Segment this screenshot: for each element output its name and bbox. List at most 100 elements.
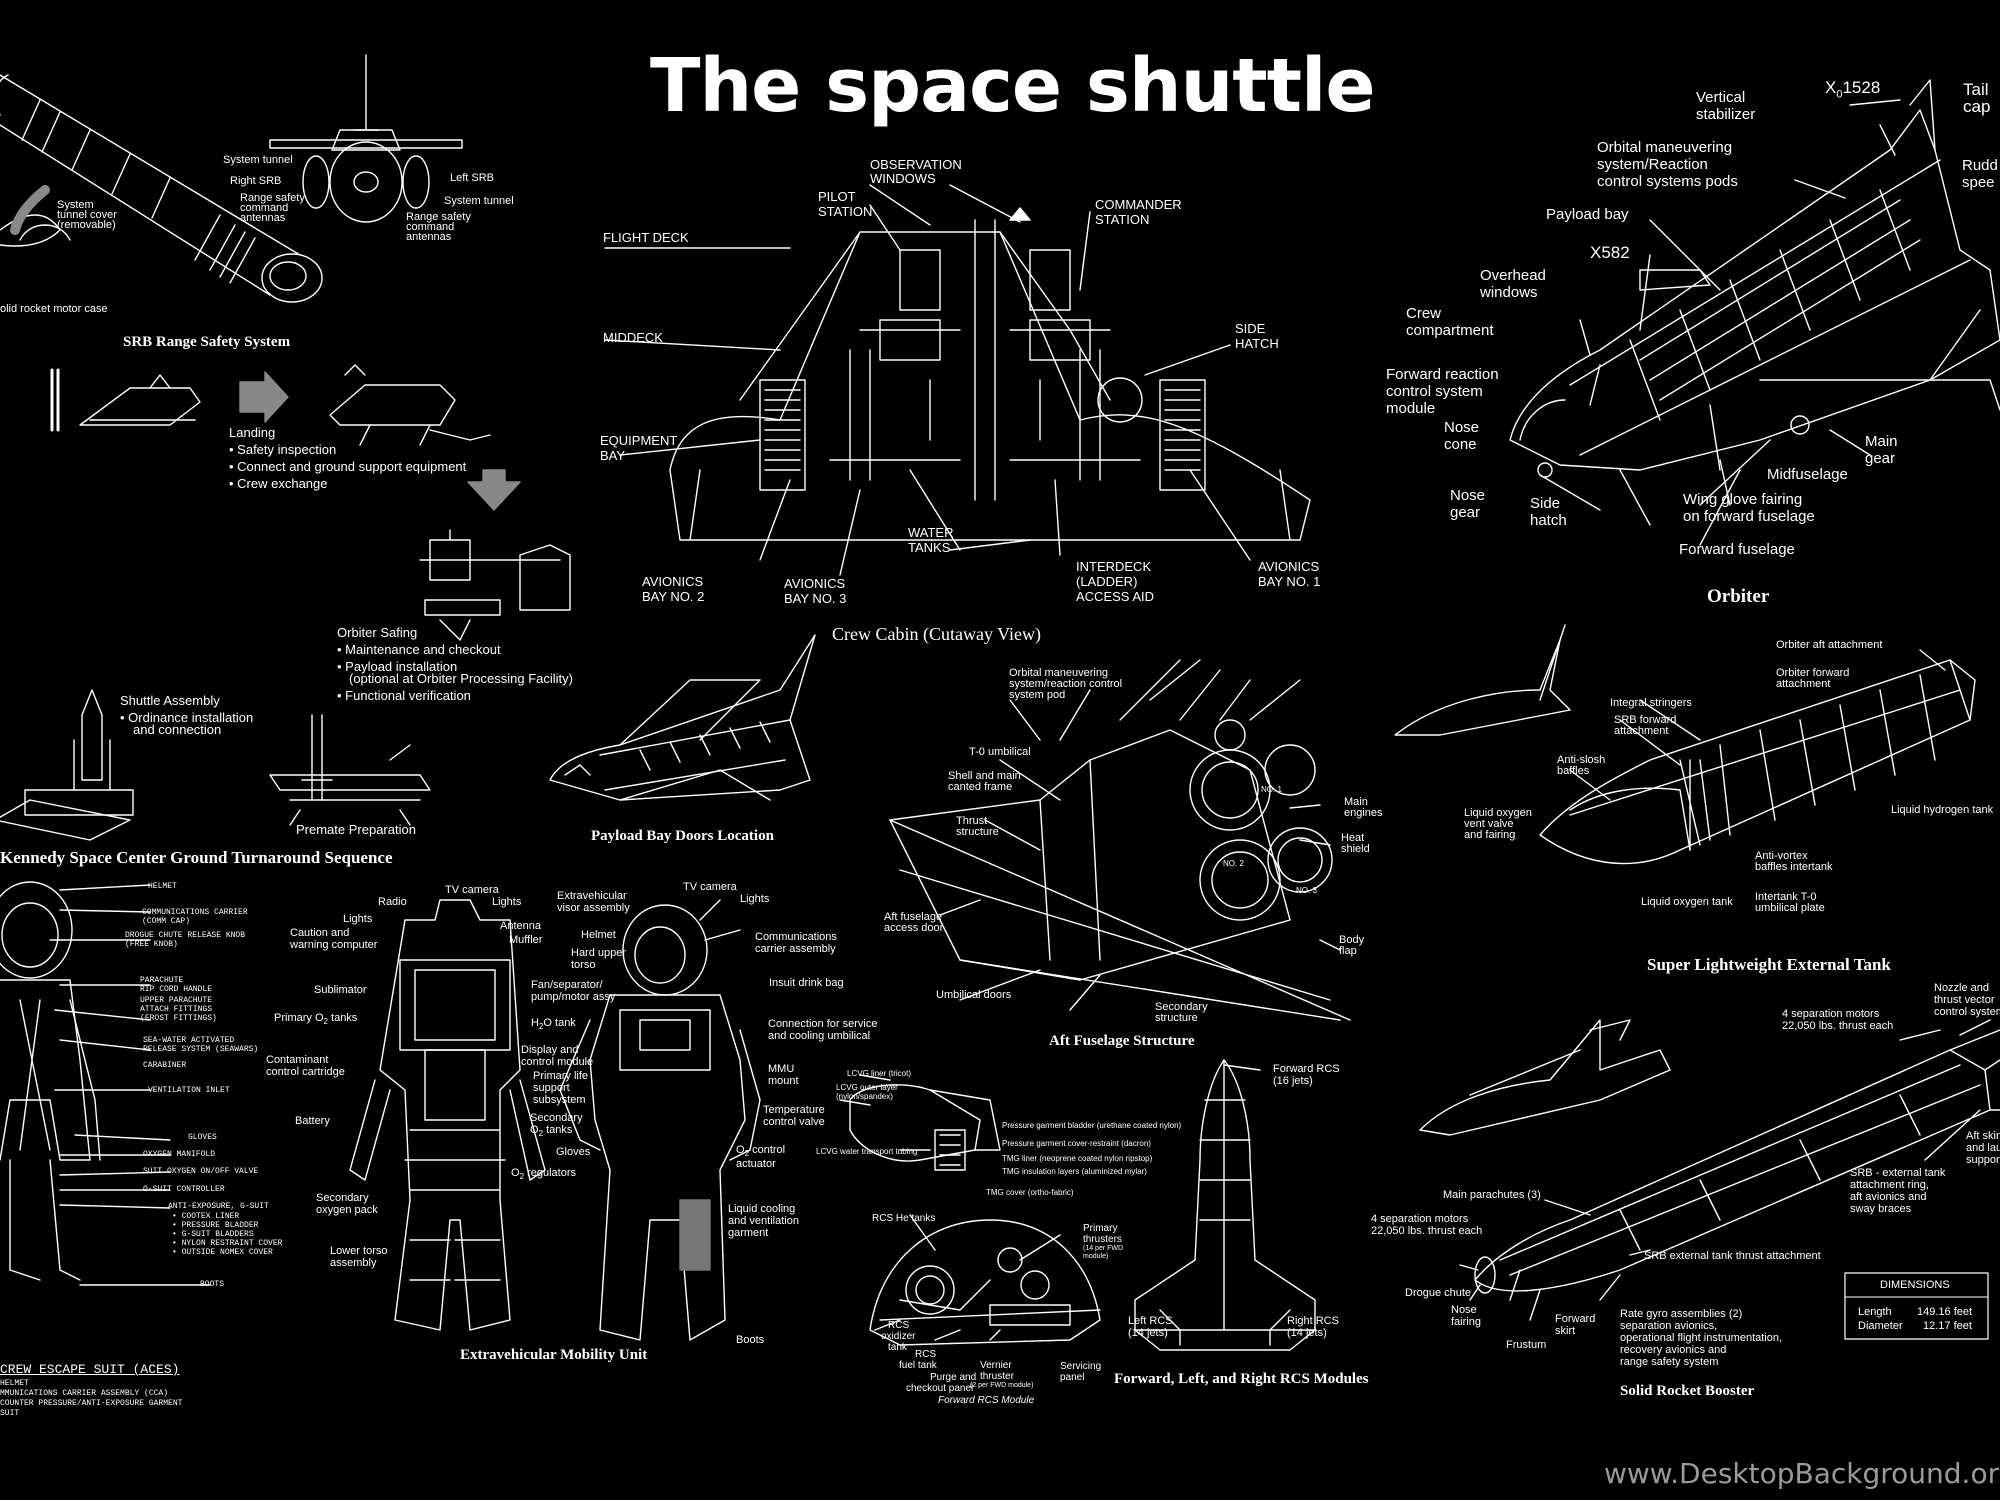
orbiter-safing-text: Functional verification	[345, 688, 471, 703]
escape-suit-legend: MMUNICATIONS CARRIER ASSEMBLY (CCA)	[0, 1389, 169, 1398]
escape-suit-text: G-SUIT BLADDERS	[181, 1230, 254, 1239]
emu-label: Contaminant	[266, 1054, 329, 1066]
rcs-modules-label: (14 jets)	[1128, 1327, 1168, 1339]
engine-label: NO. 3	[1296, 886, 1317, 895]
srb-range-caption: SRB Range Safety System	[123, 334, 291, 350]
engine-label: NO. 1	[1261, 785, 1282, 794]
aft-fuselage-label: structure	[1155, 1012, 1198, 1024]
orbiter-safing-title: Orbiter Safing	[337, 625, 418, 640]
lcvg-label: Pressure garment cover-restraint (dacron…	[1002, 1139, 1151, 1148]
orbiter-label: Rudd	[1962, 157, 1998, 174]
dimensions-row: 12.17 feet	[1923, 1320, 1972, 1332]
escape-suit-label: (COMM CAP)	[142, 917, 191, 926]
emu-label: Caution and	[290, 927, 350, 939]
fwd-rcs-label: Servicing	[1060, 1361, 1102, 1372]
srb-label: thrust vector	[1934, 994, 1995, 1006]
external-tank-label: attachment	[1776, 678, 1831, 690]
crew-cabin-label: INTERDECK	[1076, 559, 1152, 574]
emu-label: carrier assembly	[755, 943, 836, 955]
dimensions-key: Length	[1858, 1306, 1892, 1318]
aft-fuselage-label: system/reaction control	[1009, 678, 1123, 690]
crew-cabin-label: OBSERVATION	[870, 157, 962, 172]
escape-suit-label: SEA-WATER ACTIVATED	[143, 1036, 235, 1045]
dimensions-row: Length	[1858, 1306, 1892, 1318]
orbiter-label: gear	[1450, 504, 1481, 521]
aft-fuselage-label: Orbital maneuvering	[1009, 667, 1109, 679]
emu-sub: 2	[519, 1172, 525, 1182]
orbiter-x-value: 1528	[1842, 78, 1881, 97]
dimensions-box	[1845, 1273, 1988, 1339]
orbiter-label: Tail	[1963, 80, 1989, 99]
aft-fuselage-label: Secondary	[1155, 1001, 1208, 1013]
srb-label: recovery avionics and	[1620, 1344, 1727, 1356]
lcvg-label: Pressure garment bladder (urethane coate…	[1002, 1121, 1182, 1130]
emu-label: subsystem	[533, 1094, 586, 1106]
escape-suit-label: (FROST FITTINGS)	[140, 1014, 217, 1023]
srb-label: Aft skirt	[1966, 1130, 2000, 1142]
crew-cabin-label: SIDE	[1235, 321, 1266, 336]
emu-sub: 2	[538, 1022, 544, 1032]
turnaround-landing-item: • Safety inspection	[229, 442, 337, 457]
lcvg-label: TMG liner (neoprene coated nylon ripstop…	[1002, 1154, 1153, 1163]
srb-label: suppor	[1966, 1154, 2000, 1166]
emu-text: O tank	[543, 1017, 576, 1029]
crew-cabin-label: HATCH	[1235, 336, 1279, 351]
external-tank-caption: Super Lightweight External Tank	[1647, 955, 1891, 974]
dimensions-title: DIMENSIONS	[1880, 1279, 1950, 1291]
lcvg-label: LCVG water transport tubing	[816, 1147, 918, 1156]
srb-label: 4 separation motors	[1782, 1008, 1880, 1020]
external-tank-label: Anti-vortex	[1755, 850, 1808, 862]
emu-label: Temperature	[763, 1104, 825, 1116]
emu-text: O	[736, 1144, 745, 1156]
escape-suit-label: ATTACH FITTINGS	[140, 1005, 213, 1014]
srb-label: Nose	[1451, 1304, 1477, 1316]
emu-label: Sublimator	[314, 984, 367, 996]
emu-label: TV camera	[683, 881, 737, 893]
orbiter-x-sub: 0	[1836, 88, 1843, 101]
turnaround-landing-text: Connect and ground support equipment	[237, 459, 467, 474]
emu-label: visor assembly	[557, 902, 630, 914]
srb-label: sway braces	[1850, 1203, 1912, 1215]
emu-text: regulators	[527, 1167, 576, 1179]
engine-label: NO. 2	[1223, 859, 1244, 868]
emu-label: Antenna	[500, 920, 541, 932]
dimensions-row: Diameter	[1858, 1320, 1903, 1332]
crew-cabin-label: PILOT	[818, 189, 856, 204]
aft-fuselage-label: Body	[1339, 934, 1365, 946]
rcs-modules-label: (14 jets)	[1287, 1327, 1327, 1339]
escape-suit-label: O-SUIT CONTROLLER	[143, 1185, 225, 1194]
crew-cabin-label: AVIONICS	[1258, 559, 1320, 574]
aft-fuselage-label: access door	[884, 922, 944, 934]
lcvg-drawing	[840, 1075, 1000, 1170]
emu-label: actuator	[736, 1158, 776, 1170]
external-tank-label: SRB forward	[1614, 714, 1677, 726]
shuttle-assembly-item: and connection	[133, 722, 222, 737]
orbiter-label: compartment	[1406, 322, 1494, 339]
srb-range-label: antennas	[406, 231, 452, 243]
emu-label: Hard upper	[571, 947, 627, 959]
emu-label: assembly	[330, 1257, 377, 1269]
dimensions-row: 149.16 feet	[1917, 1306, 1972, 1318]
crew-cabin-label: BAY	[600, 448, 626, 463]
srb-label: Drogue chute	[1405, 1287, 1472, 1299]
escape-suit-legend: SUIT	[0, 1409, 20, 1418]
escape-suit-label: • OUTSIDE NOMEX COVER	[172, 1248, 273, 1257]
escape-suit-label: HELMET	[148, 882, 177, 891]
emu-label: Lights	[492, 896, 522, 908]
aft-fuselage-label: Shell and main	[948, 770, 1021, 782]
crew-cabin-label: FLIGHT DECK	[603, 230, 689, 245]
escape-suit-text: OUTSIDE NOMEX COVER	[181, 1248, 273, 1257]
external-tank-label: Orbiter aft attachment	[1776, 639, 1883, 651]
emu-text: control	[752, 1144, 786, 1156]
emu-label: Communications	[755, 931, 837, 943]
fwd-rcs-label: Purge and	[930, 1372, 977, 1383]
srb-range-label: Range safety	[406, 211, 471, 223]
orbiter-label: hatch	[1530, 512, 1567, 529]
orbiter-label: module	[1386, 400, 1436, 417]
fwd-rcs-label: thrusters	[1083, 1234, 1122, 1245]
fwd-rcs-label: Vernier	[980, 1360, 1012, 1371]
srb-range-label: Right SRB	[230, 175, 282, 187]
srb-label: aft avionics and	[1850, 1191, 1927, 1203]
external-tank-label: Liquid oxygen	[1464, 807, 1532, 819]
emu-label: mount	[768, 1075, 799, 1087]
